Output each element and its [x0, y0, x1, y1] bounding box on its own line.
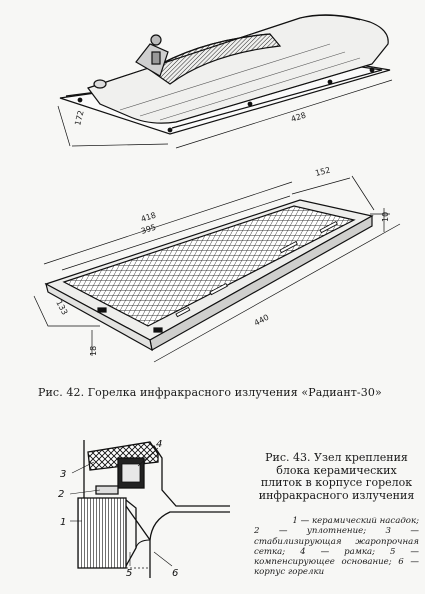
- label-2: 2: [58, 489, 64, 500]
- dim-10: 10: [381, 212, 390, 222]
- figure-42-drawing: 172 428 152 418 395 10 133 440 18: [33, 14, 401, 363]
- dim-172: 172: [73, 109, 85, 126]
- dim-152: 152: [314, 166, 331, 178]
- label-1: 1: [60, 517, 66, 528]
- dim-18: 18: [89, 346, 98, 356]
- dim-418: 418: [140, 211, 157, 224]
- dim-440: 440: [253, 313, 271, 328]
- ceramic-block: [44, 199, 374, 352]
- figure-42-caption: Рис. 42. Горелка инфракрасного излучения…: [38, 386, 382, 399]
- legend-line-1: 1 — керамический насадок;: [292, 516, 419, 526]
- burner-housing-top: [59, 14, 391, 135]
- label-6: 6: [172, 568, 178, 579]
- label-4: 4: [156, 439, 162, 450]
- figure-43-caption: Рис. 43. Узел крепления блока керамическ…: [258, 451, 415, 502]
- dim-395: 395: [140, 223, 157, 236]
- dim-428: 428: [290, 111, 307, 124]
- legend-line-2: 2 — уплотнение; 3 — стабилизирующая жаро…: [254, 526, 419, 578]
- label-3: 3: [60, 469, 66, 480]
- label-5: 5: [126, 568, 132, 579]
- figure-43-legend: 1 — керамический насадок; 2 — уплотнение…: [254, 516, 419, 578]
